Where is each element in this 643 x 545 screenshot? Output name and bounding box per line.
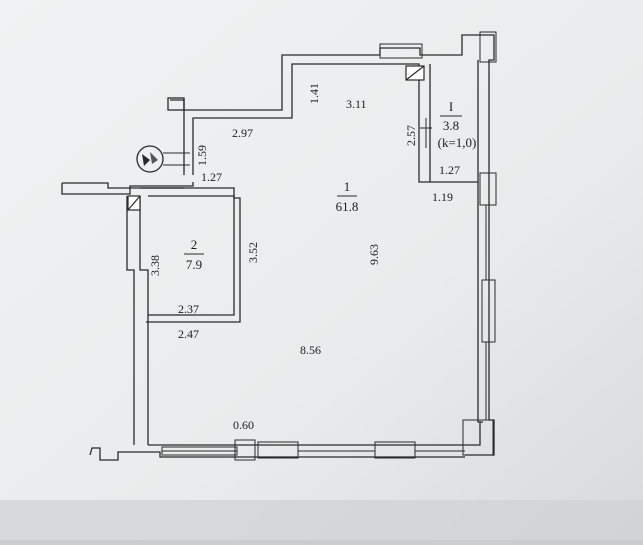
wall-bottom-outer xyxy=(89,447,465,461)
dim-060: 0.60 xyxy=(233,418,254,432)
window-right-2 xyxy=(481,279,496,343)
wall-bath-top xyxy=(140,187,241,323)
room-labels: 1 61.8 2 7.9 I 3.8 (k=1,0) xyxy=(186,99,477,272)
wall-inner-top xyxy=(192,60,479,183)
vent-shafts xyxy=(127,65,425,211)
wall-left-outer xyxy=(126,196,135,445)
bottom-windows xyxy=(161,419,494,461)
room-I-number: I xyxy=(449,99,453,114)
right-windows xyxy=(379,31,497,420)
window-bottom-3 xyxy=(374,441,416,459)
dim-257: 2.57 xyxy=(404,125,418,146)
room-2-area: 7.9 xyxy=(186,257,202,272)
room-2-number: 2 xyxy=(191,237,198,252)
dim-159: 1.59 xyxy=(195,145,209,166)
wall-bath-inner xyxy=(148,195,235,316)
dim-963: 9.63 xyxy=(367,244,381,265)
dim-247: 2.47 xyxy=(178,327,199,341)
dim-119: 1.19 xyxy=(432,190,453,204)
corner-column xyxy=(462,419,494,456)
dimension-labels: 2.97 1.41 3.11 2.57 1.59 1.27 1.27 1.19 … xyxy=(148,83,460,432)
window-bottom-2 xyxy=(257,441,299,459)
room-I-area: 3.8 xyxy=(443,118,459,133)
window-right-top xyxy=(479,31,497,63)
paper-bottom-shadow xyxy=(0,500,643,540)
dim-127-left: 1.27 xyxy=(201,170,222,184)
room-1-number: 1 xyxy=(344,179,351,194)
wall-stub-top-left xyxy=(167,97,185,111)
dim-237: 2.37 xyxy=(178,302,199,316)
dim-856: 8.56 xyxy=(300,343,321,357)
room-1-area: 61.8 xyxy=(336,199,359,214)
wall-bottom-inner xyxy=(148,422,481,446)
dim-338: 3.38 xyxy=(148,255,162,276)
window-mullion-1 xyxy=(234,439,256,461)
dim-352: 3.52 xyxy=(246,242,260,263)
window-top xyxy=(379,43,423,59)
room-I-coef: (k=1,0) xyxy=(438,135,477,150)
wall-left-inner xyxy=(139,196,149,445)
riser-symbol xyxy=(136,145,190,173)
dim-311: 3.11 xyxy=(346,97,367,111)
dim-297: 2.97 xyxy=(232,126,253,140)
dim-141: 1.41 xyxy=(307,83,321,104)
wall-left-protrusion xyxy=(61,182,194,195)
dim-127-right: 1.27 xyxy=(439,163,460,177)
wall-inner-right xyxy=(477,182,483,423)
window-right-1 xyxy=(479,172,497,206)
